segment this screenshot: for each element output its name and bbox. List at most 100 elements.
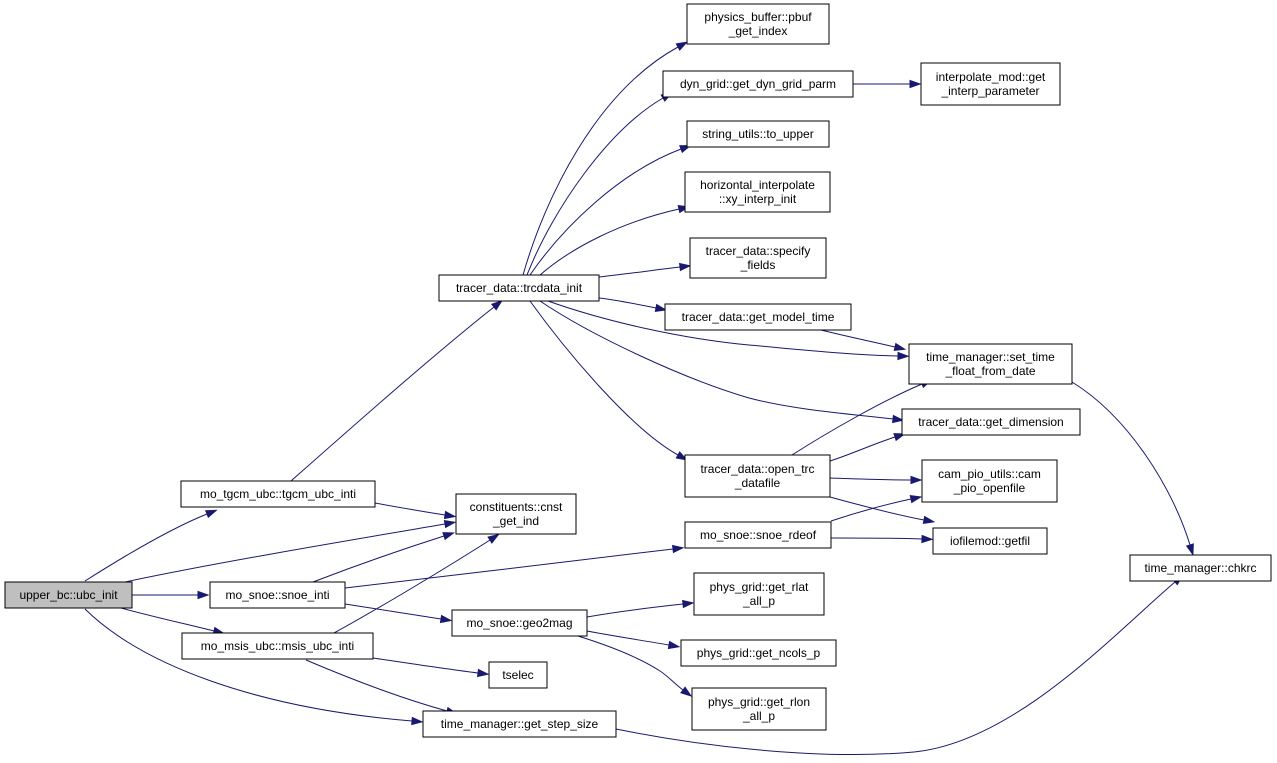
node-label: time_manager::set_time: [926, 350, 1055, 364]
node-getfil[interactable]: iofilemod::getfil: [932, 527, 1048, 555]
edge-line: [529, 148, 682, 276]
edge-line: [344, 548, 674, 589]
node-label: time_manager::chkrc: [1144, 561, 1256, 575]
arrowhead: [439, 614, 453, 624]
node-snoe-rdeof[interactable]: mo_snoe::snoe_rdeof: [684, 521, 832, 549]
node-label: ::xy_interp_init: [719, 192, 797, 206]
node-get-dyn-grid-parm[interactable]: dyn_grid::get_dyn_grid_parm: [662, 70, 854, 98]
node-label: mo_tgcm_ubc::tgcm_ubc_inti: [200, 487, 356, 501]
node-get-ncols-p[interactable]: phys_grid::get_ncols_p: [680, 639, 837, 667]
node-get-interp-parameter[interactable]: interpolate_mod::get_interp_parameter: [920, 62, 1061, 106]
node-label: interpolate_mod::get: [936, 70, 1046, 84]
node-xy-interp-init[interactable]: horizontal_interpolate::xy_interp_init: [684, 171, 831, 213]
edge-upper_bc_init-to-msis_ubc_inti: [120, 607, 226, 635]
arrowhead: [892, 414, 905, 424]
edge-line: [333, 539, 491, 634]
node-box: [684, 521, 832, 549]
arrowhead: [204, 509, 218, 519]
node-specify-fields[interactable]: tracer_data::specify_fields: [689, 237, 827, 279]
node-box: [422, 710, 617, 738]
edge-line: [586, 603, 684, 618]
node-label: _get_index: [728, 24, 788, 38]
node-box: [455, 493, 577, 535]
edge-get_dyn_grid_parm-to-get_interp_parameter: [853, 79, 922, 89]
edge-tgcm_ubc_inti-to-trcdata_init: [290, 299, 504, 482]
edge-line: [305, 659, 448, 712]
node-label: dyn_grid::get_dyn_grid_parm: [680, 77, 836, 91]
node-cnst-get-ind[interactable]: constituents::cnst_get_ind: [455, 493, 577, 535]
edge-line: [526, 97, 664, 276]
node-box: [684, 171, 831, 213]
edge-open_trc_datafile-to-getfil: [829, 496, 936, 525]
arrowhead: [671, 544, 685, 554]
node-label: mo_snoe::snoe_rdeof: [700, 528, 817, 542]
edge-trcdata_init-to-get_dyn_grid_parm: [526, 92, 673, 276]
edge-line: [577, 635, 684, 691]
arrowhead: [921, 534, 934, 544]
arrowhead: [910, 475, 923, 485]
node-label: constituents::cnst: [470, 500, 563, 514]
node-tgcm-ubc-inti[interactable]: mo_tgcm_ubc::tgcm_ubc_inti: [180, 480, 376, 508]
node-label: _float_from_date: [944, 364, 1035, 378]
node-tselec[interactable]: tselec: [488, 661, 548, 689]
arrowhead: [443, 510, 457, 520]
node-label: mo_snoe::snoe_inti: [225, 588, 329, 602]
edge-line: [372, 657, 479, 674]
edge-open_trc_datafile-to-get_dimension: [829, 433, 906, 462]
edge-line: [1071, 381, 1191, 546]
node-box: [662, 70, 854, 98]
node-label: _pio_openfile: [953, 481, 1026, 495]
node-get-rlon-all-p[interactable]: phys_grid::get_rlon_all_p: [691, 687, 827, 731]
node-chkrc[interactable]: time_manager::chkrc: [1129, 554, 1272, 582]
edge-line: [522, 46, 679, 276]
arrowhead: [197, 590, 210, 600]
arrowhead: [476, 668, 490, 678]
node-box: [686, 3, 830, 45]
node-trcdata-init[interactable]: tracer_data::trcdata_init: [438, 274, 600, 302]
edge-geo2mag-to-get_rlon_all_p: [577, 635, 693, 697]
edge-geo2mag-to-get_rlat_all_p: [586, 599, 695, 618]
node-open-trc-datafile[interactable]: tracer_data::open_trc_datafile: [684, 454, 831, 498]
node-label: horizontal_interpolate: [700, 178, 815, 192]
node-geo2mag[interactable]: mo_snoe::geo2mag: [451, 609, 588, 637]
node-label: _all_p: [742, 594, 775, 608]
node-label: phys_grid::get_ncols_p: [697, 646, 821, 660]
edge-line: [539, 208, 680, 276]
edge-snoe_rdeof-to-getfil: [830, 534, 934, 544]
node-box: [438, 274, 600, 302]
edge-trcdata_init-to-get_dimension: [539, 300, 905, 424]
arrowhead: [491, 299, 504, 311]
edge-upper_bc_init-to-get_step_size: [84, 608, 424, 726]
node-box: [691, 687, 827, 731]
node-label: _all_p: [742, 709, 775, 723]
edge-trcdata_init-to-to_upper: [529, 144, 692, 276]
node-upper-bc-init[interactable]: upper_bc::ubc_init: [4, 581, 133, 609]
node-to-upper[interactable]: string_utils::to_upper: [686, 120, 830, 148]
arrowhead: [654, 303, 668, 313]
edge-trcdata_init-to-pbuf_get_index: [522, 41, 689, 276]
node-box: [693, 572, 825, 616]
node-get-step-size[interactable]: time_manager::get_step_size: [422, 710, 617, 738]
edge-msis_ubc_inti-to-cnst_get_ind: [333, 533, 500, 634]
node-cam-pio-openfile[interactable]: cam_pio_utils::cam_pio_openfile: [921, 459, 1058, 503]
node-label: _datafile: [734, 476, 781, 490]
node-box: [451, 609, 588, 637]
edge-line: [829, 496, 925, 521]
edge-upper_bc_init-to-cnst_get_ind: [124, 519, 457, 583]
node-pbuf-get-index[interactable]: physics_buffer::pbuf_get_index: [686, 3, 830, 45]
node-get-model-time[interactable]: tracer_data::get_model_time: [664, 303, 852, 331]
node-label: _fields: [740, 258, 776, 272]
node-get-rlat-all-p[interactable]: phys_grid::get_rlat_all_p: [693, 572, 825, 616]
node-get-dimension[interactable]: tracer_data::get_dimension: [901, 408, 1081, 436]
edge-msis_ubc_inti-to-tselec: [372, 657, 490, 678]
arrowhead: [897, 351, 910, 361]
node-box: [689, 237, 827, 279]
arrowhead: [682, 599, 695, 609]
node-label: phys_grid::get_rlat: [710, 580, 809, 594]
node-set-time-float-from-date[interactable]: time_manager::set_time_float_from_date: [908, 343, 1073, 385]
edge-line: [615, 581, 1176, 755]
node-snoe-inti[interactable]: mo_snoe::snoe_inti: [209, 581, 346, 609]
node-box: [921, 459, 1058, 503]
node-msis-ubc-inti[interactable]: mo_msis_ubc::msis_ubc_inti: [181, 632, 374, 660]
edge-line: [547, 300, 899, 357]
